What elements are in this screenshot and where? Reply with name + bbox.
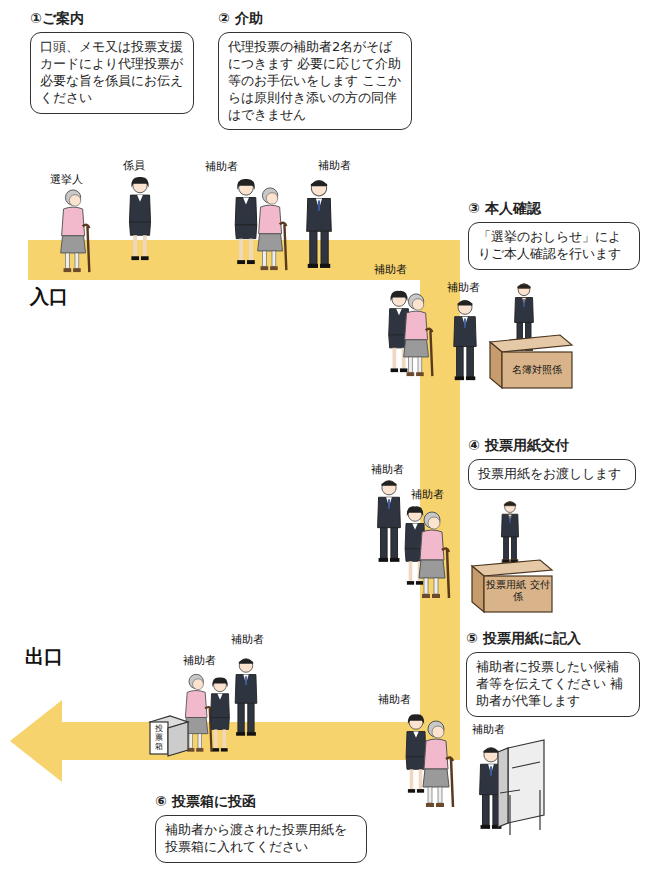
person-label: 選挙人 — [50, 172, 83, 187]
step-text: 補助者に投票したい候補者等を伝えてください 補助者が代筆します — [466, 652, 640, 717]
person-label: 補助者 — [378, 692, 411, 707]
person-label: 補助者 — [374, 262, 407, 277]
callout-box: ①ご案内口頭、メモ又は投票支援カードにより代理投票が必要な旨を係員にお伝えくださ… — [30, 10, 194, 114]
step-heading: ③ 本人確認 — [468, 200, 640, 218]
walkway — [10, 240, 460, 782]
people — [61, 177, 503, 829]
person-label: 補助者 — [205, 159, 238, 174]
person-label: 補助者 — [472, 722, 505, 737]
step-text: 補助者から渡された投票用紙を投票箱に入れてください — [155, 815, 367, 863]
exit-label: 出口 — [25, 644, 63, 670]
person-label: 係員 — [123, 158, 145, 173]
person-label: 補助者 — [318, 158, 351, 173]
step-heading: ② 介助 — [218, 10, 412, 28]
step-heading: ⑥ 投票箱に投函 — [155, 793, 367, 811]
step-heading: ①ご案内 — [30, 10, 194, 28]
person-label: 補助者 — [411, 487, 444, 502]
ballot-box-label: 投票箱 — [155, 725, 163, 751]
person-label: 補助者 — [371, 462, 404, 477]
callout-box: ② 介助代理投票の補助者2名がそばにつきます 必要に応じて介助等のお手伝いをしま… — [218, 10, 412, 130]
callout-box: ③ 本人確認「選挙のおしらせ」によりご本人確認を行います — [468, 200, 640, 270]
desk-label: 名簿対照係 — [502, 364, 572, 376]
voting-booth — [498, 740, 544, 835]
person-label: 補助者 — [231, 632, 264, 647]
entrance-label: 入口 — [30, 284, 68, 310]
ballot-box — [150, 716, 188, 756]
step-heading: ④ 投票用紙交付 — [468, 437, 636, 455]
step-heading: ⑤ 投票用紙に記入 — [466, 630, 640, 648]
callout-box: ⑥ 投票箱に投函補助者から渡された投票用紙を投票箱に入れてください — [155, 793, 367, 863]
step-text: 代理投票の補助者2名がそばにつきます 必要に応じて介助等のお手伝いをします ここ… — [218, 32, 412, 130]
person-label: 補助者 — [183, 653, 216, 668]
desk-sign: 名簿対照係 — [502, 364, 572, 376]
callout-box: ⑤ 投票用紙に記入補助者に投票したい候補者等を伝えてください 補助者が代筆します — [466, 630, 640, 717]
step-text: 投票用紙をお渡しします — [468, 459, 636, 490]
step-text: 「選挙のおしらせ」によりご本人確認を行います — [468, 222, 640, 270]
person-label: 補助者 — [447, 280, 480, 295]
desk-sign: 投票用紙 交付係 — [484, 579, 552, 602]
step-text: 口頭、メモ又は投票支援カードにより代理投票が必要な旨を係員にお伝えください — [30, 32, 194, 114]
callout-box: ④ 投票用紙交付投票用紙をお渡しします — [468, 437, 636, 490]
desk-label: 投票用紙 交付係 — [484, 579, 552, 602]
